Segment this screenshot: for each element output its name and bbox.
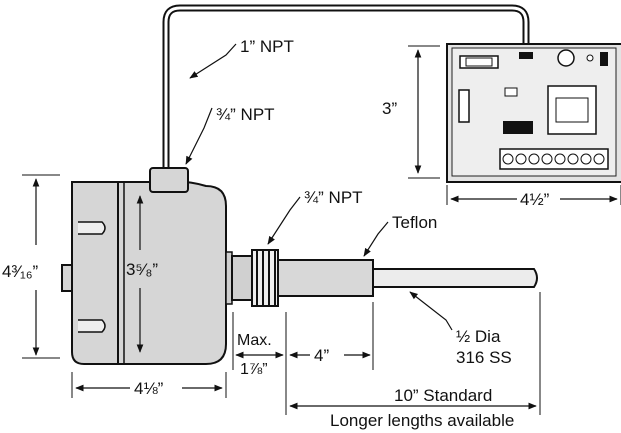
board-height-label: 3” (382, 99, 397, 118)
standard-length-label: 10” Standard (394, 386, 492, 405)
housing-thread-label: ¾” NPT (216, 105, 275, 124)
probe-thread-leader (267, 196, 301, 245)
teflon-label: Teflon (392, 213, 437, 232)
stainless-rod (372, 268, 538, 288)
rod-dia-label: ½ Dia (456, 327, 501, 346)
max-label: Max. (237, 332, 272, 349)
conduit-thread-label: 1” NPT (240, 37, 294, 56)
terminal-block (499, 148, 609, 170)
teflon-length-label: 4” (314, 346, 329, 365)
housing-body-height-label: 3⁵⁄₈” (126, 260, 158, 279)
capacitor-component (557, 49, 575, 67)
control-board (446, 43, 621, 183)
chip-component (458, 89, 470, 123)
conduit-thread-leader (189, 43, 237, 79)
board-width-label: 4½” (520, 190, 550, 209)
connector-component (459, 55, 499, 69)
rod-leader (409, 291, 453, 331)
housing-thread-leader (185, 107, 213, 165)
housing-overall-height-label: 4³⁄₁₆” (2, 262, 39, 281)
relay-component (547, 85, 597, 135)
probe-assembly (231, 249, 538, 307)
switch-housing (61, 167, 233, 365)
housing-width-label: 4⅛” (134, 379, 164, 398)
longer-lengths-label: Longer lengths available (330, 411, 514, 430)
conduit-hub (149, 167, 189, 193)
max-value-label: 1⅞” (240, 361, 268, 378)
teflon-leader (363, 221, 389, 257)
rod-material-label: 316 SS (456, 348, 512, 367)
probe-thread-label: ¾” NPT (304, 188, 363, 207)
teflon-sleeve (277, 259, 374, 297)
